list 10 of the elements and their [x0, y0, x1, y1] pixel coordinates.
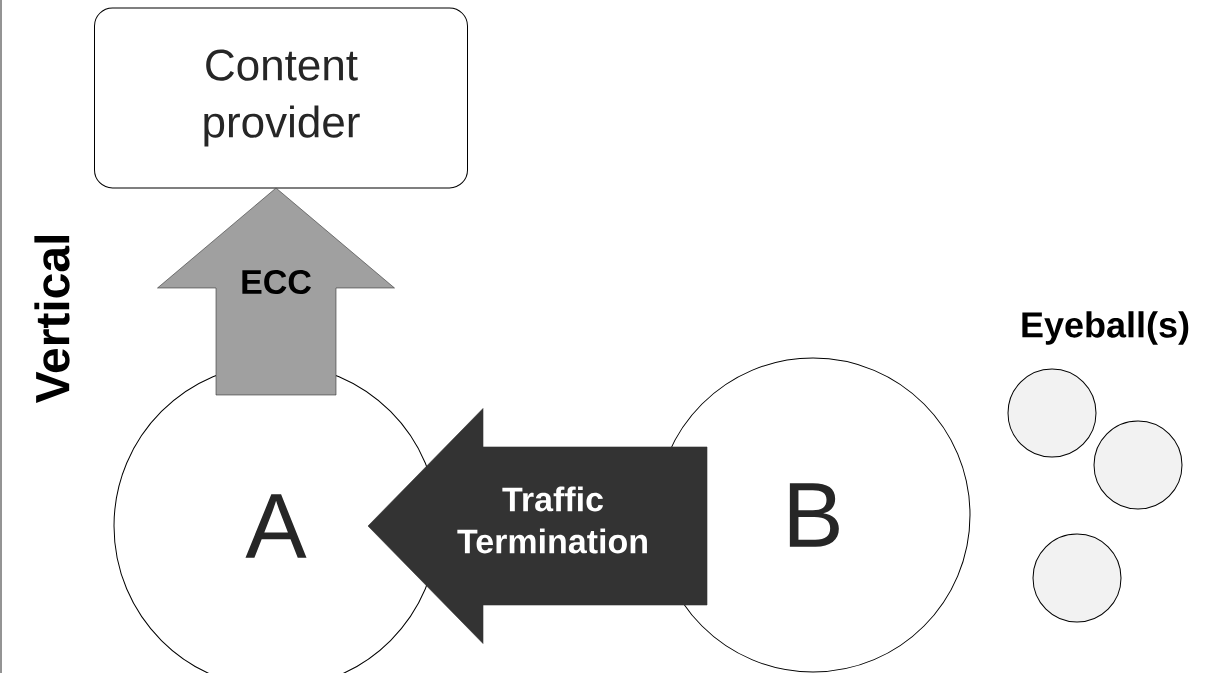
rotated-label: Vertical	[34, 236, 70, 404]
circle	[1032, 533, 1122, 623]
group-label: Eyeball(s)	[1022, 311, 1189, 345]
circle	[1007, 368, 1097, 458]
edge-label: Traffic Termination	[457, 486, 647, 554]
rounded-box: Content provider	[94, 7, 468, 189]
circle	[1093, 420, 1183, 510]
block-arrow	[367, 408, 708, 644]
edge-label: ECC	[242, 269, 311, 295]
block-arrow	[157, 187, 395, 396]
